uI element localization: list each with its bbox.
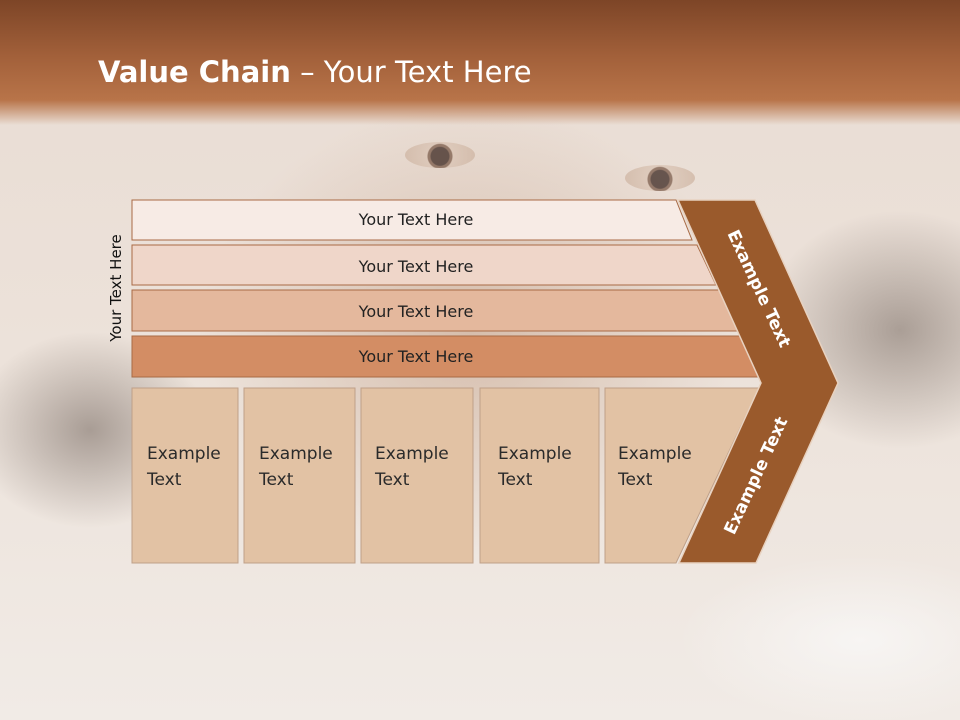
column-box-4 bbox=[479, 387, 600, 564]
left-eye-decoration bbox=[405, 142, 475, 168]
title-bold: Value Chain bbox=[98, 55, 291, 89]
reflection-line2-1: Text bbox=[146, 638, 182, 658]
support-bars: Your Text Here Your Text Here Your Text … bbox=[131, 199, 763, 378]
reflection-line2-3: Text bbox=[374, 638, 410, 658]
side-label: Your Text Here bbox=[107, 234, 125, 342]
header-band bbox=[0, 0, 960, 125]
column-line2-5: Text bbox=[617, 470, 653, 490]
column-line2-2: Text bbox=[258, 470, 294, 490]
bar-label-2: Your Text Here bbox=[358, 257, 474, 276]
reflection-line1-3: Example bbox=[375, 664, 449, 684]
chevron-shape bbox=[676, 199, 839, 564]
primary-columns: Example Text Example Text Example Text E… bbox=[131, 387, 760, 564]
column-line2-1: Text bbox=[146, 470, 182, 490]
column-line1-2: Example bbox=[259, 444, 333, 464]
reflection-line2-4: Text bbox=[497, 638, 533, 658]
column-box-1 bbox=[131, 387, 239, 564]
diagram-reflection: Example Text Example Text Example Text E… bbox=[131, 564, 827, 720]
column-box-3 bbox=[360, 387, 474, 564]
reflection-line1-2: Example bbox=[259, 664, 333, 684]
reflection-line1-1: Example bbox=[147, 664, 221, 684]
column-line1-1: Example bbox=[147, 444, 221, 464]
bar-label-4: Your Text Here bbox=[358, 347, 474, 366]
reflection-line2-5: Text bbox=[617, 638, 653, 658]
reflection-line1-4: Example bbox=[498, 664, 572, 684]
column-line2-4: Text bbox=[497, 470, 533, 490]
column-line1-3: Example bbox=[375, 444, 449, 464]
right-eye-decoration bbox=[625, 165, 695, 191]
column-box-5 bbox=[604, 387, 760, 564]
title-rest: – Your Text Here bbox=[290, 55, 532, 89]
reflection-line2-2: Text bbox=[258, 638, 294, 658]
bar-label-3: Your Text Here bbox=[358, 302, 474, 321]
bar-label-1: Your Text Here bbox=[358, 210, 474, 229]
bar-shape-1 bbox=[131, 199, 693, 241]
column-line1-4: Example bbox=[498, 444, 572, 464]
column-box-2 bbox=[243, 387, 356, 564]
column-line1-5: Example bbox=[618, 444, 692, 464]
column-line2-3: Text bbox=[374, 470, 410, 490]
slide-title: Value Chain – Your Text Here bbox=[98, 55, 532, 89]
reflection-line1-5: Example bbox=[618, 664, 692, 684]
